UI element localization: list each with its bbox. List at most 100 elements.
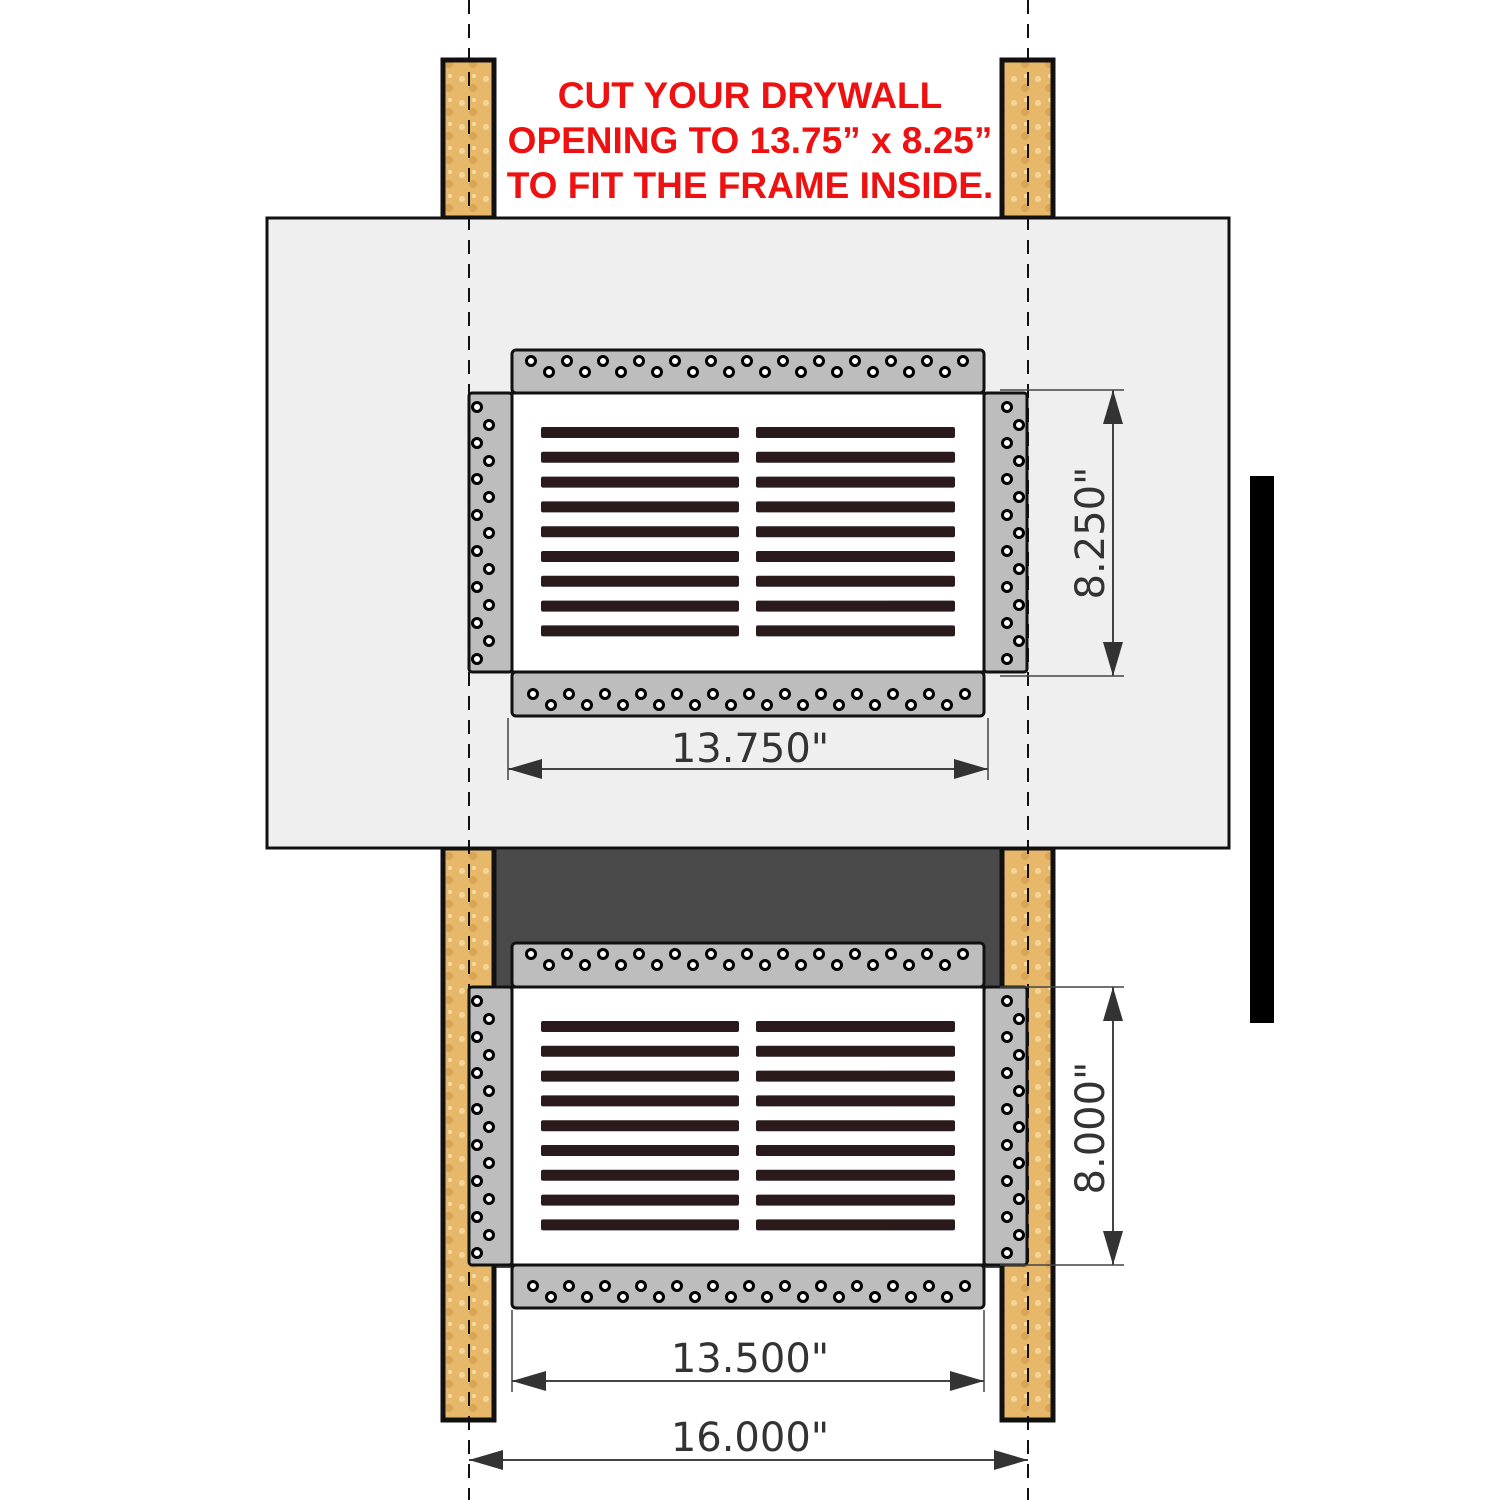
screw-hole [483, 1157, 495, 1169]
bottom-height-dimension [1000, 986, 1124, 1266]
screw-hole [471, 617, 483, 629]
screw-hole [941, 699, 953, 711]
screw-hole [779, 1280, 791, 1292]
vent-slat [541, 1095, 739, 1107]
screw-hole [869, 699, 881, 711]
screw-hole [1013, 491, 1025, 503]
top-vent [467, 348, 1029, 718]
screw-hole [1001, 509, 1013, 521]
screw-hole [597, 948, 609, 960]
screw-hole [471, 1175, 483, 1187]
vent-slat [541, 1219, 739, 1231]
vent-slat [756, 1120, 955, 1132]
vent-slat [541, 1194, 739, 1206]
stud-spacing-label: 16.000" [671, 1415, 829, 1461]
vent-slat [756, 600, 955, 612]
screw-hole [471, 509, 483, 521]
screw-hole [959, 688, 971, 700]
screw-hole [1001, 1175, 1013, 1187]
note-line-2: OPENING TO 13.75” x 8.25” [508, 120, 993, 161]
screw-hole [483, 1229, 495, 1241]
screw-hole [471, 473, 483, 485]
vent-slat [756, 1219, 955, 1231]
vent-slat [756, 551, 955, 562]
screw-hole [815, 688, 827, 700]
arrow-right-icon [950, 1371, 984, 1391]
screw-hole [471, 545, 483, 557]
screw-hole [707, 688, 719, 700]
vent-slat [541, 1169, 739, 1181]
screw-hole [471, 1139, 483, 1151]
stud-spacing-dimension [469, 1450, 1028, 1470]
screw-hole [1001, 545, 1013, 557]
screw-hole [483, 599, 495, 611]
bottom-width-dimension [512, 1371, 984, 1391]
screw-hole [653, 1291, 665, 1303]
screw-hole [957, 948, 969, 960]
screw-hole [831, 366, 843, 378]
vent-slat [541, 551, 739, 562]
top-height-label: 8.250" [1068, 467, 1114, 600]
vent-slat [541, 1070, 739, 1082]
screw-hole [939, 366, 951, 378]
screw-hole [725, 1291, 737, 1303]
screw-hole [867, 366, 879, 378]
vent-slat [541, 476, 739, 488]
screw-hole [581, 699, 593, 711]
screw-hole [797, 1291, 809, 1303]
screw-hole [887, 1280, 899, 1292]
screw-hole [635, 1280, 647, 1292]
screw-hole [1001, 401, 1013, 413]
screw-hole [1001, 995, 1013, 1007]
top-width-dimension [508, 759, 988, 779]
screw-hole [483, 419, 495, 431]
arrow-left-icon [469, 1450, 503, 1470]
screw-hole [471, 1211, 483, 1223]
screw-hole [543, 959, 555, 971]
arrow-right-icon [994, 1450, 1028, 1470]
screw-hole [471, 653, 483, 665]
screw-hole [851, 1280, 863, 1292]
screw-hole [525, 355, 537, 367]
screw-hole [833, 1291, 845, 1303]
vent-slat [541, 600, 739, 612]
screw-hole [635, 688, 647, 700]
screw-hole [471, 581, 483, 593]
screw-hole [723, 959, 735, 971]
screw-hole [777, 355, 789, 367]
vent-slat [541, 1045, 739, 1057]
screw-hole [653, 699, 665, 711]
screw-hole [651, 366, 663, 378]
screw-hole [815, 1280, 827, 1292]
screw-hole [1013, 635, 1025, 647]
arrow-down-icon [1103, 642, 1123, 676]
screw-hole [483, 1121, 495, 1133]
screw-hole [471, 401, 483, 413]
arrow-up-icon [1103, 390, 1123, 424]
screw-hole [1013, 527, 1025, 539]
vent-slat [756, 1070, 955, 1082]
screw-hole [903, 959, 915, 971]
vent-slat [541, 451, 739, 463]
screw-hole [705, 355, 717, 367]
screw-hole [1013, 1157, 1025, 1169]
screw-hole [1013, 599, 1025, 611]
screw-hole [671, 1280, 683, 1292]
screw-hole [939, 959, 951, 971]
screw-hole [617, 1291, 629, 1303]
screw-hole [921, 355, 933, 367]
vent-slat [541, 1145, 739, 1156]
screw-hole [615, 959, 627, 971]
screw-hole [851, 688, 863, 700]
screw-hole [831, 959, 843, 971]
vent-slat [541, 526, 739, 538]
screw-hole [1013, 1121, 1025, 1133]
vent-slat [541, 1021, 739, 1032]
screw-hole [483, 1193, 495, 1205]
screw-hole [669, 355, 681, 367]
screw-hole [543, 366, 555, 378]
vent-slat [541, 501, 739, 513]
screw-hole [957, 355, 969, 367]
screw-hole [1001, 581, 1013, 593]
